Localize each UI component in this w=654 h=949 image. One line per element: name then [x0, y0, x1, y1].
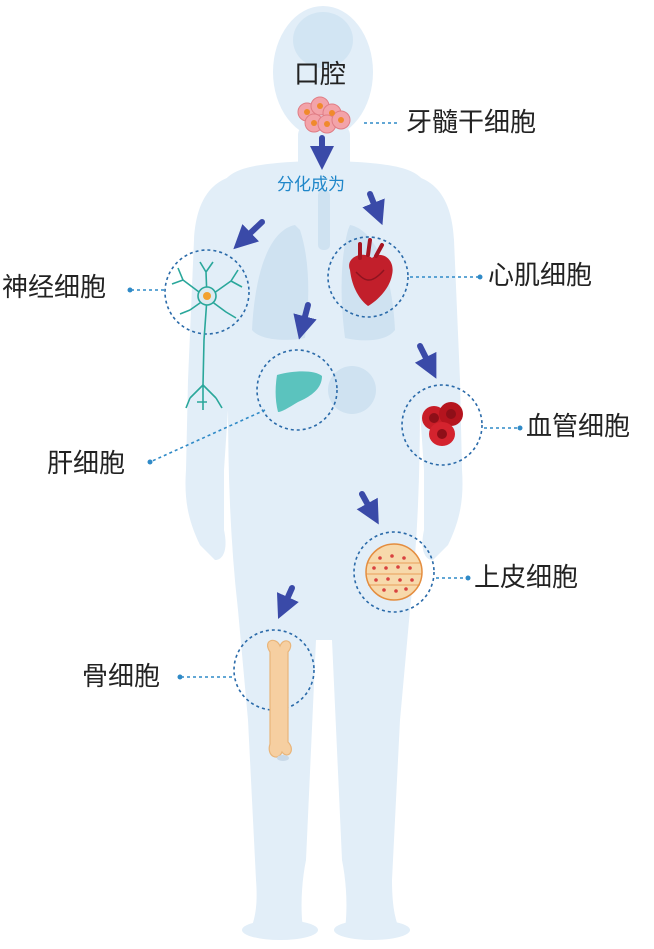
bone-icon — [267, 639, 292, 761]
mouth-label: 口腔 — [294, 60, 347, 90]
stomach — [328, 366, 376, 414]
liver-icon — [275, 371, 322, 412]
arrow-to-vascular — [414, 343, 437, 379]
bone-leader-dot — [177, 674, 183, 680]
process-label: 分化成为 — [277, 175, 345, 195]
liver-leader-dot — [147, 459, 153, 465]
epithelial-leader-dot — [465, 575, 471, 581]
arrow-to-cardiac — [362, 191, 385, 226]
stem-cell-label: 牙髓干细胞 — [406, 108, 537, 138]
cardiac-cell-circle — [327, 236, 409, 318]
nerve-cell-circle — [164, 249, 250, 335]
stem-cells-icon — [297, 96, 351, 134]
left-lung — [252, 225, 309, 340]
cardiac-leader-dot — [477, 274, 483, 280]
nerve-cell-label: 神经细胞 — [2, 273, 107, 303]
vascular-cell-label: 血管细胞 — [526, 412, 631, 442]
arrow-to-epithelial — [356, 491, 379, 525]
body-silhouette — [185, 6, 463, 940]
arrow-to-nerve — [233, 219, 265, 250]
cardiac-cell-label: 心肌细胞 — [488, 261, 593, 291]
bone-cell-label: 骨细胞 — [82, 662, 161, 692]
epithelial-cell-circle — [353, 531, 435, 613]
heart-icon — [349, 238, 393, 306]
arrow-to-liver — [293, 302, 317, 340]
neuron-icon — [171, 261, 243, 410]
brain — [293, 12, 353, 68]
epithelial-cell-label: 上皮细胞 — [474, 563, 579, 593]
liver-cell-label: 肝细胞 — [47, 449, 126, 479]
nerve-leader-dot — [127, 287, 133, 293]
organs — [252, 12, 395, 414]
vascular-leader-dot — [517, 425, 523, 431]
vascular-cell-circle — [401, 384, 483, 466]
trachea — [318, 190, 330, 250]
blood-cells-icon — [422, 402, 463, 446]
liver-cell-circle — [256, 349, 338, 431]
arrow-to-bone — [276, 585, 299, 619]
epithelium-icon — [365, 543, 423, 601]
